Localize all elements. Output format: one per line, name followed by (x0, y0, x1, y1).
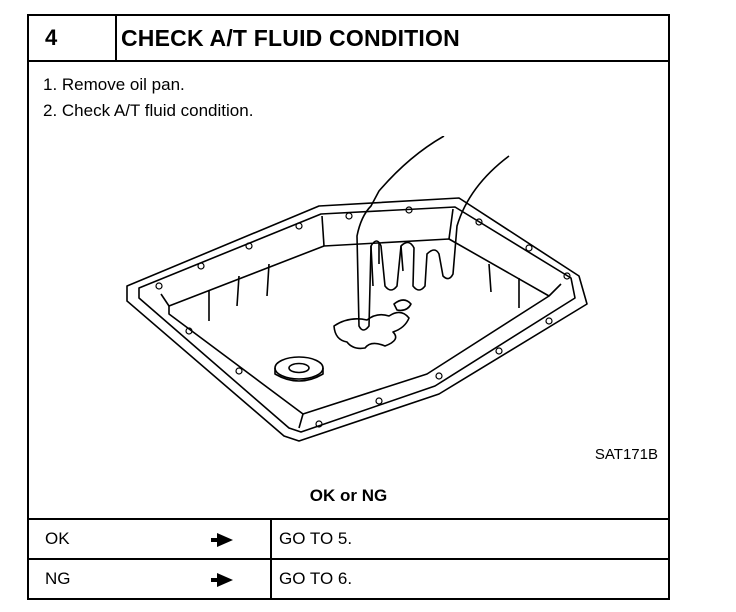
procedure-table: 4 CHECK A/T FLUID CONDITION 1. Remove oi… (27, 14, 670, 600)
result-row-ng: NG GO TO 6. (29, 558, 668, 600)
ok-ng-question: OK or NG (309, 486, 388, 505)
pan-outer-flange (126, 197, 588, 442)
right-triangle-arrow-icon (211, 533, 233, 547)
figure-code: SAT171B (594, 446, 658, 463)
pan-inner-flange (138, 206, 576, 433)
step-title: CHECK A/T FLUID CONDITION (121, 25, 460, 51)
result-row-ok: OK GO TO 5. (29, 518, 668, 558)
instruction-text: 1. Remove oil pan. (43, 75, 185, 94)
instruction-list: 1. Remove oil pan. 2. Check A/T fluid co… (43, 72, 253, 124)
instruction-item: 2. Check A/T fluid condition. (43, 98, 253, 124)
fluid-puddle (333, 311, 410, 350)
result-label: NG (45, 569, 71, 588)
hand-illustration (356, 136, 510, 331)
oil-pan-illustration (126, 136, 588, 442)
pan-floor (168, 238, 550, 415)
result-action[interactable]: GO TO 5. (279, 529, 353, 548)
step-number: 4 (29, 16, 117, 60)
row-divider (270, 560, 272, 600)
step-header: 4 CHECK A/T FLUID CONDITION (29, 16, 668, 62)
instruction-item: 1. Remove oil pan. (43, 72, 253, 98)
row-divider (270, 520, 272, 558)
result-label: OK (45, 529, 70, 548)
right-triangle-arrow-icon (211, 573, 233, 587)
result-action[interactable]: GO TO 6. (279, 569, 353, 588)
instruction-text: 2. Check A/T fluid condition. (43, 101, 254, 120)
